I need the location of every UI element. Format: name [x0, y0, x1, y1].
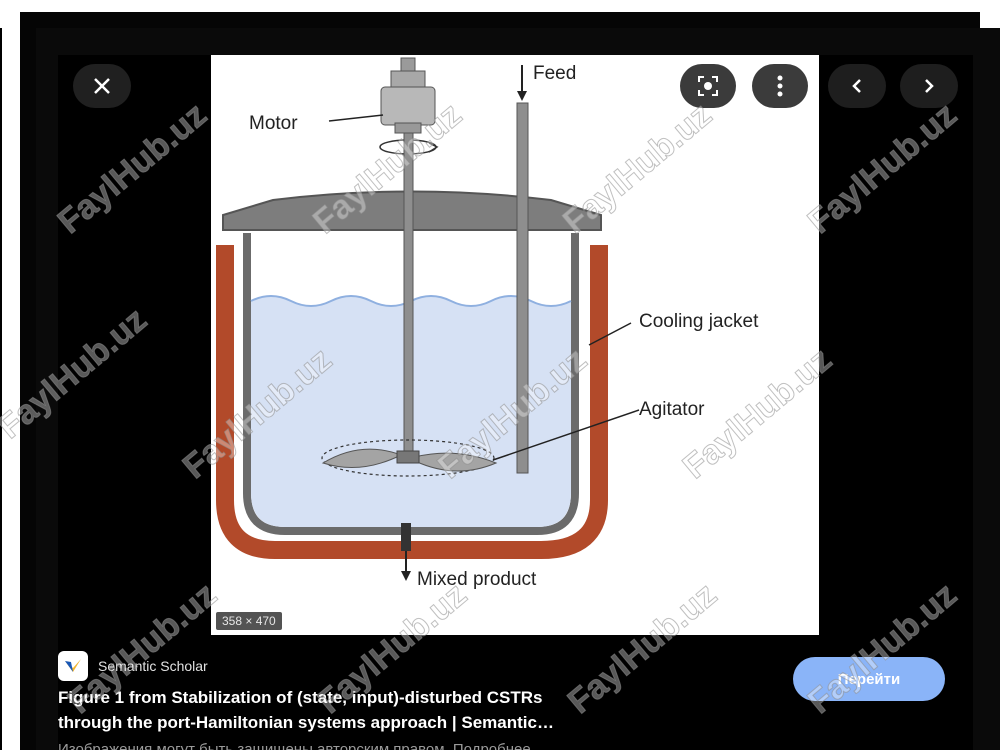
previous-button[interactable] [828, 64, 886, 108]
agitator-leader [492, 409, 640, 461]
product-outlet [401, 523, 411, 551]
semantic-scholar-logo-icon [58, 651, 88, 681]
lens-icon [698, 76, 718, 96]
cooling-jacket-label: Cooling jacket [639, 311, 759, 332]
impeller-hub [396, 450, 420, 464]
close-button[interactable] [73, 64, 131, 108]
preview-image[interactable]: Motor Feed Cooling jacket Agitator Mixed… [211, 55, 819, 635]
motor-body [380, 86, 436, 126]
more-options-button[interactable] [752, 64, 808, 108]
window-frame-edge [0, 28, 20, 750]
chevron-left-icon [852, 79, 861, 93]
feed-pipe [516, 102, 529, 474]
result-info-panel: Semantic Scholar Figure 1 from Stabiliza… [58, 637, 973, 750]
source-name: Semantic Scholar [98, 658, 208, 674]
agitator-label: Agitator [639, 399, 705, 420]
flow-path [321, 439, 495, 477]
close-icon [94, 78, 110, 94]
result-title-link[interactable]: Figure 1 from Stabilization of (state, i… [58, 685, 778, 735]
jacket-leader [588, 322, 632, 346]
result-title-line2: through the port-Hamiltonian systems app… [58, 713, 554, 732]
motor-top [400, 57, 416, 73]
motor-cap [390, 70, 426, 90]
agitator-shaft [403, 132, 414, 459]
motor-leader [328, 114, 384, 122]
visit-button[interactable]: Перейти [793, 657, 945, 701]
lens-button[interactable] [680, 64, 736, 108]
chevron-right-icon [925, 79, 934, 93]
mixed-product-label: Mixed product [417, 569, 537, 590]
image-viewer: Motor Feed Cooling jacket Agitator Mixed… [58, 55, 973, 750]
image-dimensions-badge: 358 × 470 [216, 612, 282, 630]
cstr-diagram: Motor Feed Cooling jacket Agitator Mixed… [216, 57, 759, 590]
source-row[interactable]: Semantic Scholar [58, 651, 208, 681]
motor-coupling [394, 122, 422, 134]
next-button[interactable] [900, 64, 958, 108]
motor-label: Motor [249, 113, 298, 134]
impeller-blade-right [414, 452, 498, 472]
result-title-line1: Figure 1 from Stabilization of (state, i… [58, 688, 543, 707]
copyright-caption: Изображения могут быть защищены авторски… [58, 741, 531, 750]
feed-label: Feed [533, 63, 576, 84]
more-vertical-icon [777, 75, 783, 97]
